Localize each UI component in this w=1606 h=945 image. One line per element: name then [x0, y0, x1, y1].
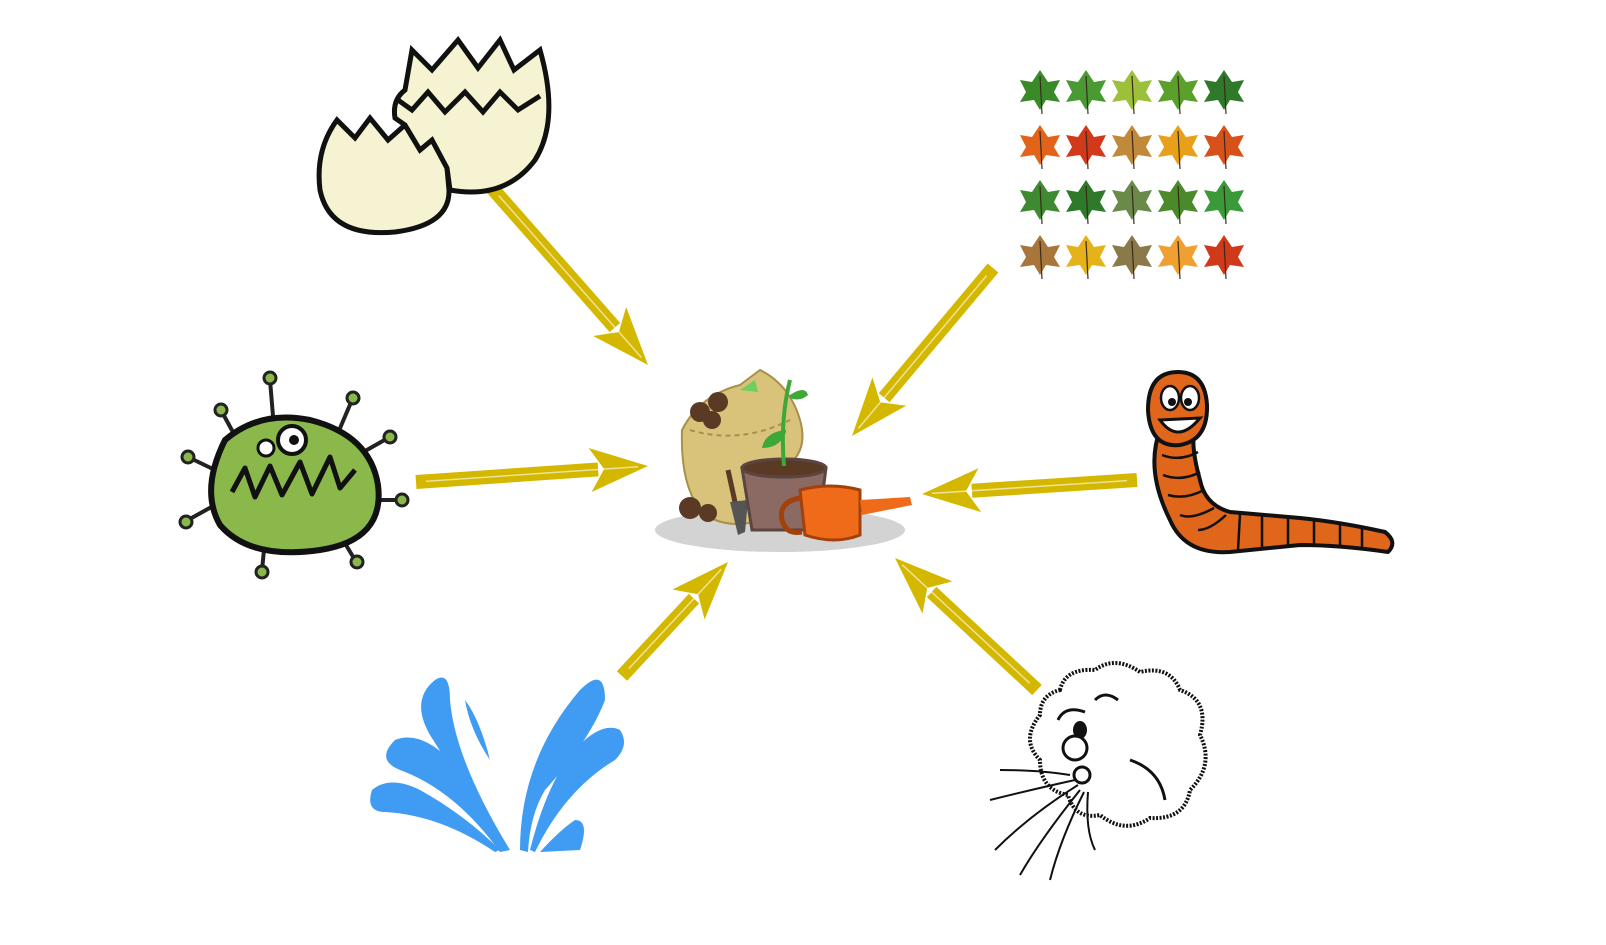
arrow-wind-highlight — [901, 564, 1031, 684]
leaf-vein — [1131, 240, 1135, 280]
leaf-vein — [1131, 130, 1135, 170]
leaf-vein — [1039, 185, 1043, 225]
leaf-vein — [1177, 75, 1181, 115]
leaf — [1066, 125, 1106, 165]
arrow-germ — [415, 448, 648, 492]
leaf — [1204, 70, 1244, 110]
leaf — [1020, 70, 1060, 110]
leaf — [1066, 235, 1106, 275]
arrow-worm — [922, 468, 1138, 513]
arrow-water-highlight — [628, 568, 722, 670]
leaf — [1112, 125, 1152, 165]
leaf-vein — [1223, 75, 1227, 115]
leaf — [1204, 180, 1244, 220]
arrow-wind — [895, 558, 1042, 696]
arrow-germ-highlight — [425, 465, 639, 483]
leaf — [1204, 125, 1244, 165]
autumn-leaves-icon — [1020, 70, 1244, 280]
leaf — [1112, 70, 1152, 110]
leaf — [1020, 235, 1060, 275]
leaf-vein — [1177, 130, 1181, 170]
arrow-water — [616, 562, 728, 681]
leaf-vein — [1177, 240, 1181, 280]
leaf-vein — [1039, 75, 1043, 115]
arrow-eggshells-highlight — [498, 195, 642, 358]
compost-gardening-icon — [655, 368, 912, 552]
leaf-vein — [1085, 185, 1089, 225]
leaf-vein — [1223, 130, 1227, 170]
water-splash-icon — [370, 677, 624, 852]
leaf-vein — [1223, 240, 1227, 280]
arrow-leaves — [852, 263, 999, 436]
leaf — [1158, 125, 1198, 165]
leaf-vein — [1085, 240, 1089, 280]
arrow-leaves-head — [852, 377, 907, 436]
leaf-vein — [1039, 130, 1043, 170]
arrow-eggshells — [486, 183, 648, 365]
leaf-vein — [1039, 240, 1043, 280]
leaf-vein — [1177, 185, 1181, 225]
leaf — [1066, 180, 1106, 220]
leaf — [1112, 180, 1152, 220]
leaf — [1158, 235, 1198, 275]
leaf — [1020, 125, 1060, 165]
leaf — [1066, 70, 1106, 110]
leaf-vein — [1131, 185, 1135, 225]
blowing-wind-cloud-icon — [989, 661, 1208, 881]
germ-microbe-icon — [178, 370, 410, 580]
arrow-leaves-highlight — [857, 275, 988, 429]
eggshells-icon — [316, 35, 552, 236]
leaf-vein — [1131, 75, 1135, 115]
leaf-vein — [1085, 75, 1089, 115]
leaf — [1158, 70, 1198, 110]
arrow-worm-highlight — [931, 479, 1128, 495]
leaf-vein — [1085, 130, 1089, 170]
earthworm-icon — [1145, 369, 1395, 555]
leaf — [1020, 180, 1060, 220]
leaf — [1112, 235, 1152, 275]
leaf — [1158, 180, 1198, 220]
leaf — [1204, 235, 1244, 275]
leaf-vein — [1223, 185, 1227, 225]
arrow-germ-head — [588, 448, 648, 492]
arrow-worm-head — [922, 468, 982, 513]
arrows — [415, 183, 1138, 696]
